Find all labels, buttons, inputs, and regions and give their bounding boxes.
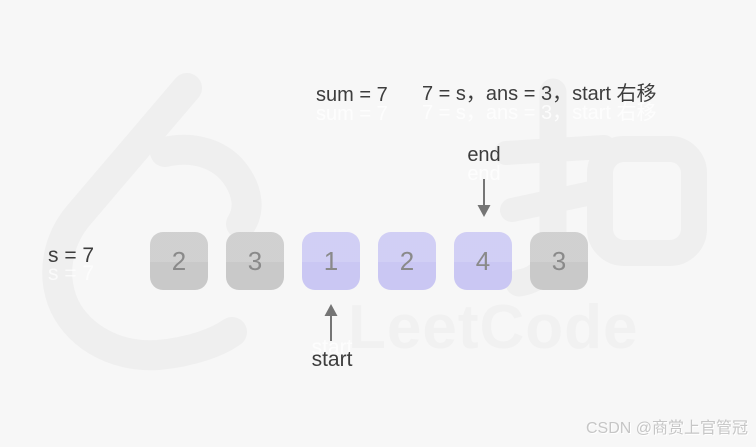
- ghost-start-label: start: [311, 336, 353, 359]
- array-cell-3: 2: [378, 232, 436, 290]
- array-cell-0: 2: [150, 232, 208, 290]
- start-pointer-label: start: [311, 348, 353, 371]
- array-cell-2: 1: [302, 232, 360, 290]
- cell-value: 2: [171, 245, 187, 276]
- step-annotation: 7 = s，ans = 3，start 右移: [422, 83, 657, 105]
- cell-value: 1: [323, 245, 339, 276]
- csdn-credit-watermark: CSDN @商赏上官管冠: [585, 420, 748, 437]
- ghost-s-label: s = 7: [48, 262, 95, 285]
- ghost-sum-label: sum = 7: [316, 103, 388, 125]
- array-cell-4: 4: [454, 232, 512, 290]
- ghost-annotation-label: 7 = s，ans = 3，start 右移: [422, 102, 657, 124]
- cell-value: 3: [247, 245, 263, 276]
- cell-value: 2: [399, 245, 415, 276]
- array-cell-1: 3: [226, 232, 284, 290]
- leetcode-watermark-text: LeetCode: [348, 293, 639, 362]
- start-arrow-up-icon: [324, 304, 338, 341]
- end-pointer-label: end: [467, 144, 501, 166]
- cell-value: 4: [475, 245, 491, 276]
- sum-label: sum = 7: [316, 84, 388, 106]
- ghost-end-label: end: [467, 163, 501, 185]
- array-cell-5: 3: [530, 232, 588, 290]
- cell-value: 3: [551, 245, 567, 276]
- end-arrow-down-icon: [477, 179, 491, 217]
- array-row: 2 3 1 2 4 3: [150, 232, 588, 290]
- s-target-label: s = 7: [48, 244, 95, 267]
